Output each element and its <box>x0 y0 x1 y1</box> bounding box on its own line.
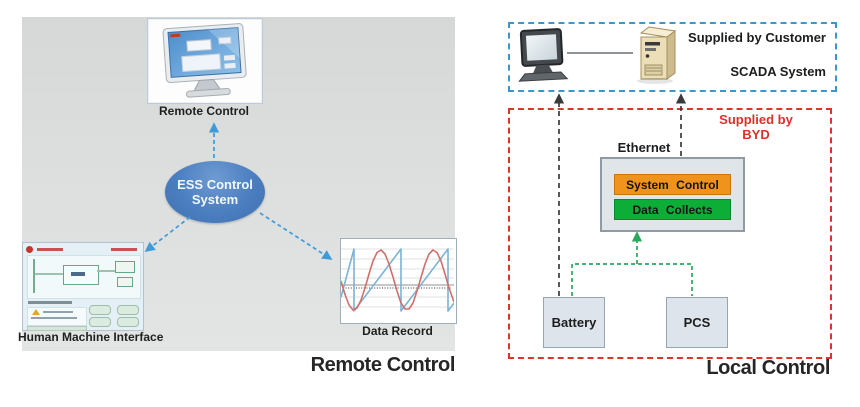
desktop-monitor-icon <box>162 23 247 98</box>
system-control-bar: System Control <box>614 174 731 195</box>
waveform-icon <box>340 248 455 312</box>
server-icon <box>637 26 677 84</box>
remote-control-title: Remote Control <box>310 354 456 376</box>
hmi-screenshot <box>22 242 144 331</box>
hmi-label: Human Machine Interface <box>18 330 164 344</box>
ess-control-system-node: ESS Control System <box>165 161 265 223</box>
supplied-by-customer-label: Supplied by Customer <box>688 30 826 45</box>
hmi-button <box>89 305 111 315</box>
byd-supplied-box <box>508 108 832 359</box>
ess-label-line2: System <box>191 192 239 207</box>
hmi-button <box>89 317 111 327</box>
hmi-warning-icon <box>32 309 40 315</box>
ethernet-label: Ethernet <box>617 140 671 155</box>
pcs-box: PCS <box>666 297 728 348</box>
supplied-by-byd-label: Supplied by BYD <box>719 112 793 142</box>
hmi-scrollbar <box>27 326 87 331</box>
data-record-label: Data Record <box>362 324 433 338</box>
ess-label-line1: ESS Control <box>177 177 253 192</box>
battery-box: Battery <box>543 297 605 348</box>
data-record-chart <box>340 238 457 324</box>
hmi-button <box>117 317 139 327</box>
scada-monitor-icon <box>518 28 569 82</box>
hmi-button <box>117 305 139 315</box>
hmi-logo-icon <box>26 246 33 253</box>
remote-control-image <box>147 18 263 104</box>
data-collects-bar: Data Collects <box>614 199 731 220</box>
local-control-title: Local Control <box>706 357 830 379</box>
remote-control-label: Remote Control <box>159 104 249 118</box>
scada-system-label: SCADA System <box>730 64 826 79</box>
ethernet-controller-box: System Control Data Collects <box>600 157 745 232</box>
